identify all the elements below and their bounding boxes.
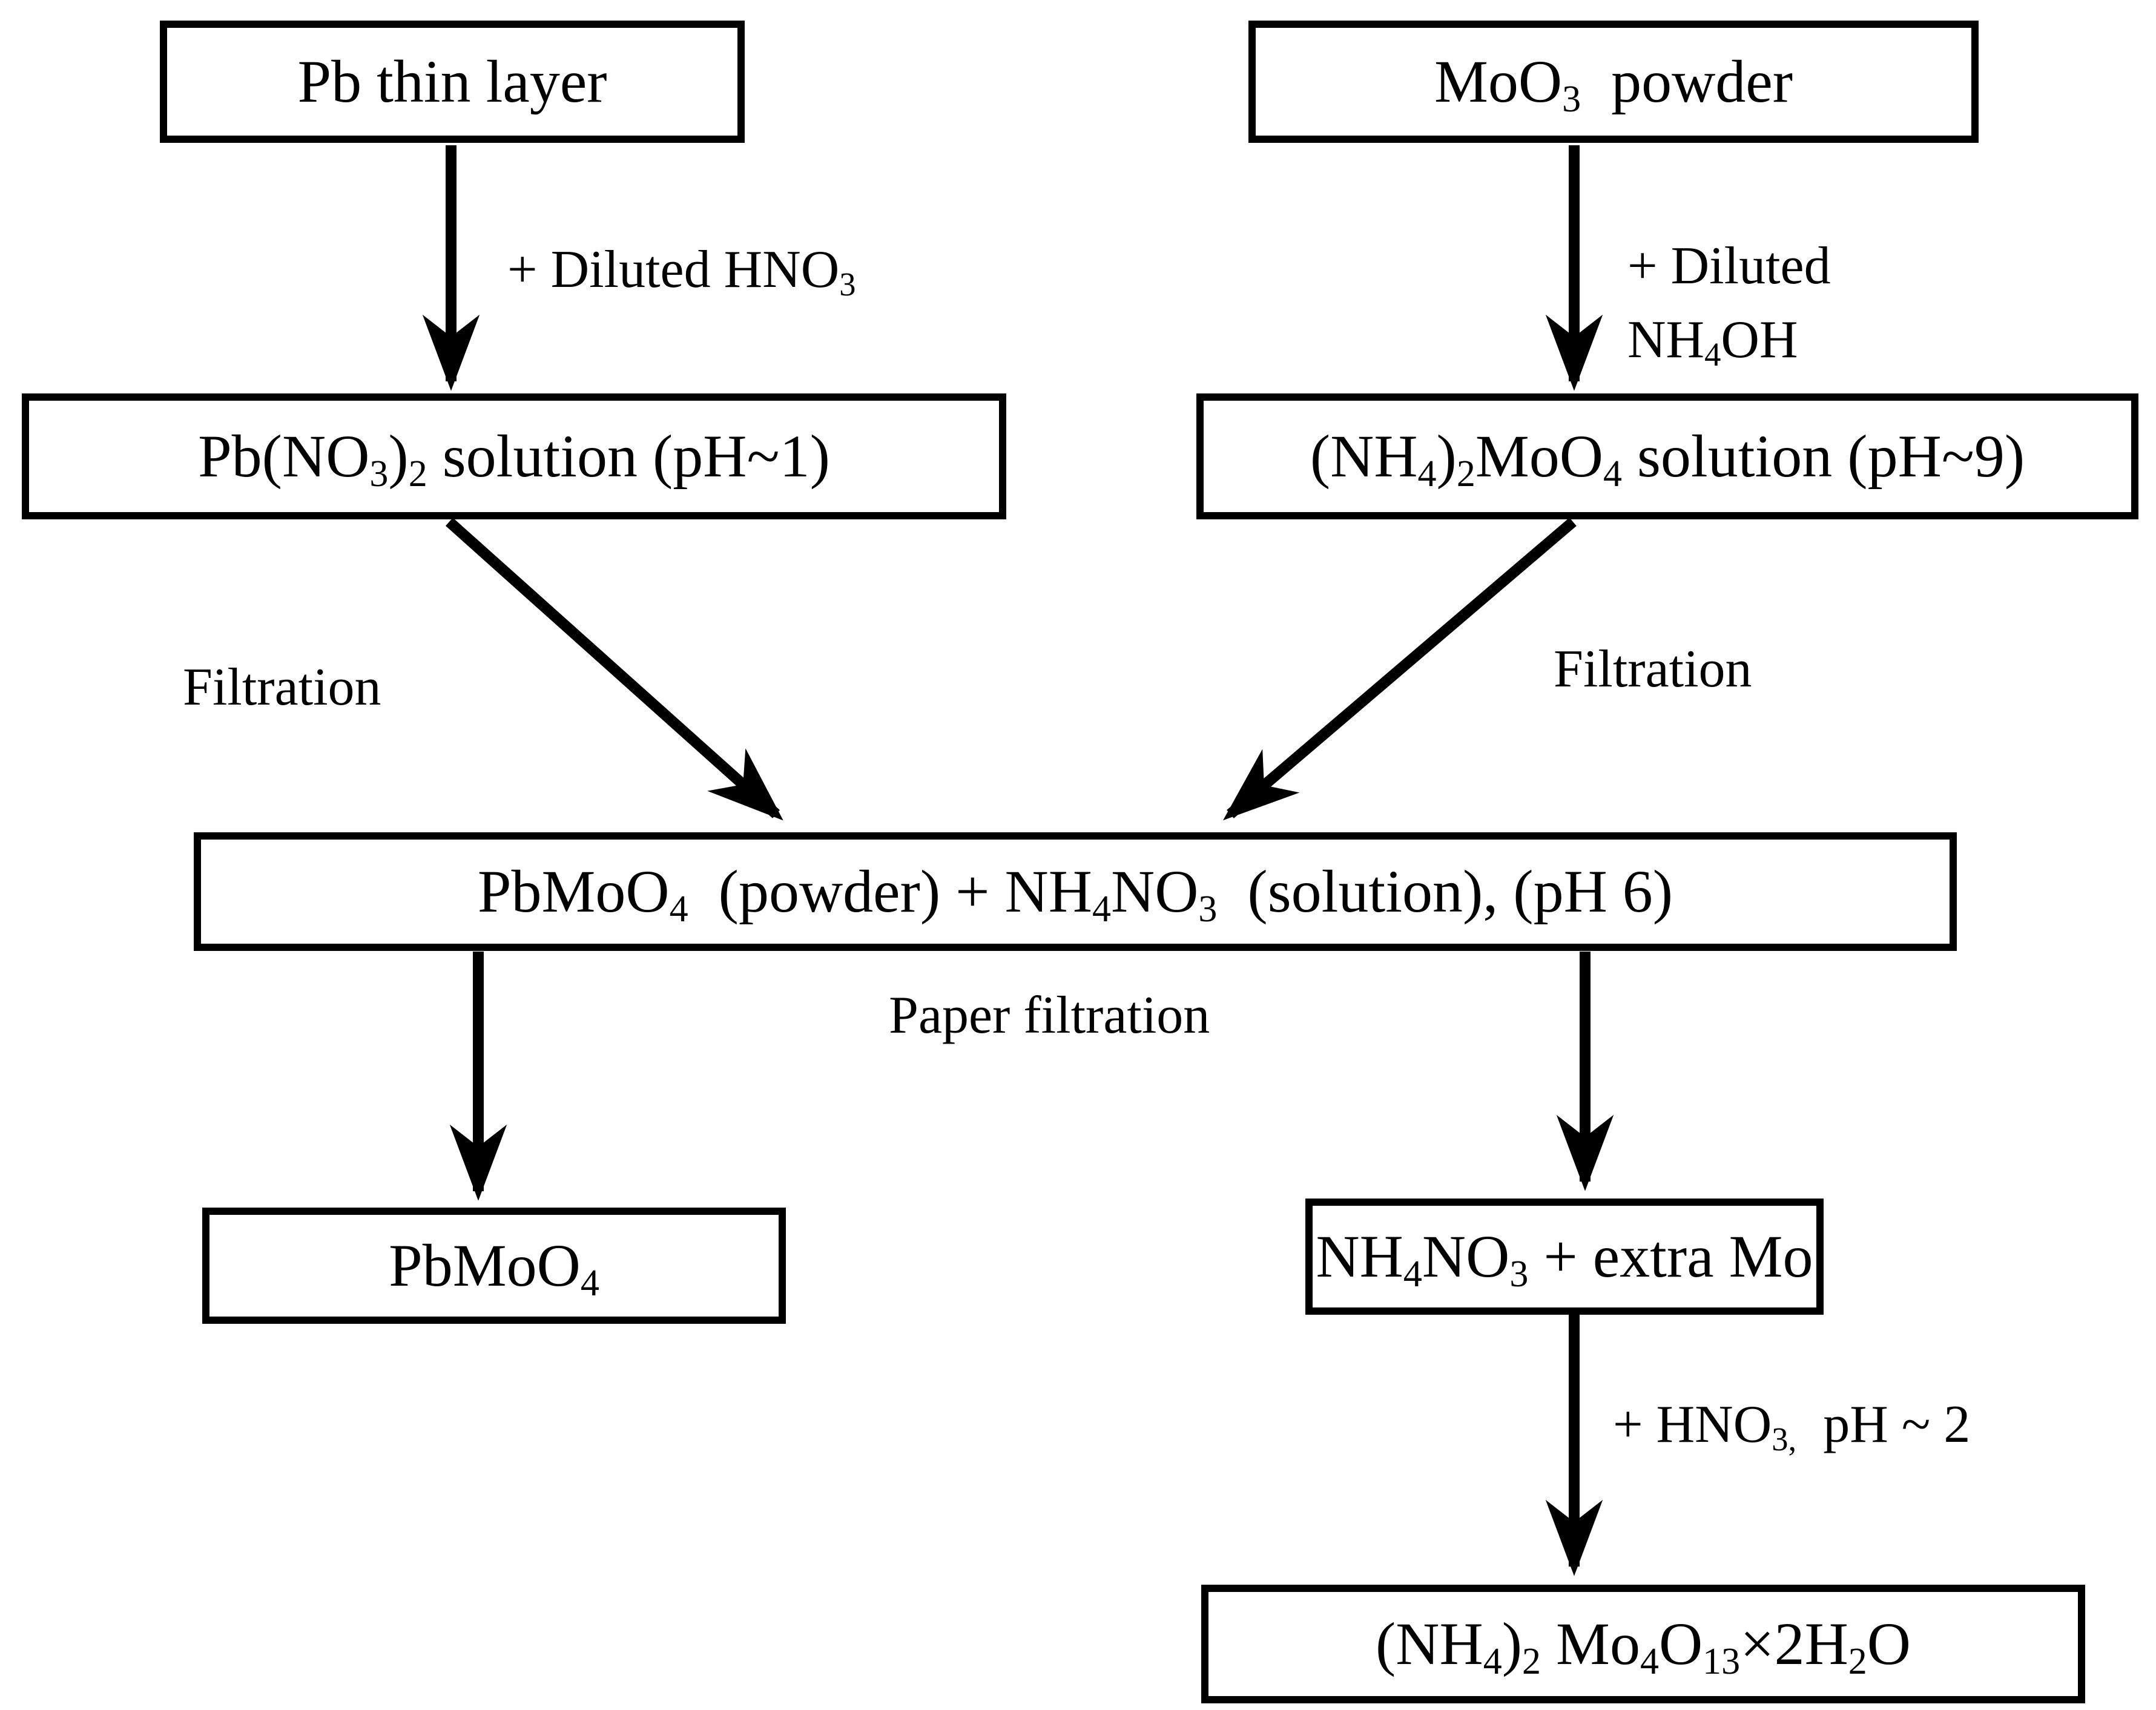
label-diluted-nh4oh-line2: NH4OH: [1627, 311, 1798, 373]
box-pbno3-solution: Pb(NO3)2 solution (pH~1): [22, 393, 1006, 519]
box-pbmoo4-nh4no3-mixture-text: PbMoO4 (powder) + NH4NO3 (solution), (pH…: [477, 858, 1673, 930]
label-paper-filtration: Paper filtration: [889, 986, 1210, 1045]
arrow-pbno3-to-mixture: [445, 518, 783, 821]
label-diluted-nh4oh-line1: + Diluted: [1627, 237, 1831, 295]
box-moo3-powder-text: MoO3 powder: [1434, 48, 1793, 120]
box-moo3-powder: MoO3 powder: [1248, 21, 1979, 143]
label-diluted-hno3: + Diluted HNO3: [507, 240, 856, 303]
box-pb-thin-layer-text: Pb thin layer: [297, 48, 607, 115]
box-pbmoo4-product-text: PbMoO4: [389, 1232, 599, 1304]
label-filtration-right: Filtration: [1554, 640, 1752, 699]
box-ammonium-molybdate-solution: (NH4)2MoO4 solution (pH~9): [1196, 393, 2138, 519]
label-filtration-left: Filtration: [183, 658, 381, 717]
box-nh4no3-extra-mo: NH4NO3 + extra Mo: [1305, 1199, 1824, 1315]
box-pb-thin-layer: Pb thin layer: [160, 21, 745, 143]
label-hno3-ph2: + HNO3, pH ~ 2: [1613, 1395, 1971, 1458]
box-pbmoo4-product: PbMoO4: [202, 1208, 786, 1324]
box-pbno3-solution-text: Pb(NO3)2 solution (pH~1): [198, 423, 830, 495]
box-nh4no3-extra-mo-text: NH4NO3 + extra Mo: [1316, 1223, 1813, 1295]
box-ammonium-molybdate-solution-text: (NH4)2MoO4 solution (pH~9): [1310, 423, 2025, 495]
box-ammonium-molybdate-hydrate-text: (NH4)2 Mo4O13×2H2O: [1375, 1610, 1911, 1683]
box-ammonium-molybdate-hydrate: (NH4)2 Mo4O13×2H2O: [1201, 1585, 2085, 1703]
box-pbmoo4-nh4no3-mixture: PbMoO4 (powder) + NH4NO3 (solution), (pH…: [194, 832, 1957, 951]
arrow-molybdate-to-mixture: [1223, 518, 1577, 821]
